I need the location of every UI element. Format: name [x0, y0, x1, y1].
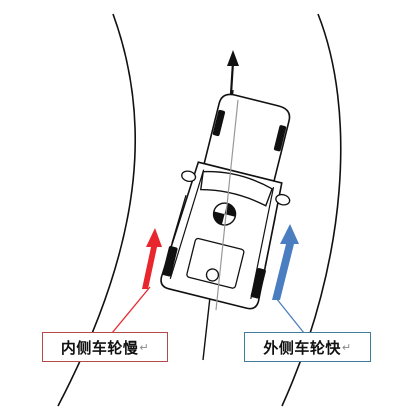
car	[160, 93, 291, 310]
right-step	[264, 217, 276, 267]
left-step	[171, 195, 187, 244]
outer-wheel-label-box: 外侧车轮快↵	[244, 332, 371, 362]
car-front-body	[203, 93, 291, 183]
front-left-wheel	[212, 109, 226, 137]
outer-pointer-line	[275, 297, 305, 334]
rear-right-wheel	[250, 268, 266, 299]
rear-compartment	[186, 237, 245, 289]
front-right-wheel	[273, 125, 287, 152]
car-inner-outline-left	[169, 169, 205, 280]
left-mirror	[181, 170, 197, 183]
inner-wheel-arrow	[142, 228, 162, 289]
inner-pointer-line	[111, 286, 151, 334]
return-mark: ↵	[341, 340, 352, 354]
outer-wheel-label: 外侧车轮快	[263, 338, 341, 357]
rear-left-wheel	[162, 246, 178, 277]
outer-wheel-arrow	[272, 224, 299, 300]
direction-arrow-head	[227, 50, 239, 66]
inner-wheel-label-box: 内侧车轮慢↵	[42, 332, 168, 362]
rear-axle-hub	[205, 268, 220, 282]
car-centerline	[215, 99, 239, 311]
right-mirror	[275, 193, 291, 206]
car-windshield	[199, 170, 273, 207]
inner-wheel-label: 内侧车轮慢	[60, 338, 139, 357]
return-mark: ↵	[139, 340, 150, 354]
cg-quadrant-3	[213, 211, 225, 225]
